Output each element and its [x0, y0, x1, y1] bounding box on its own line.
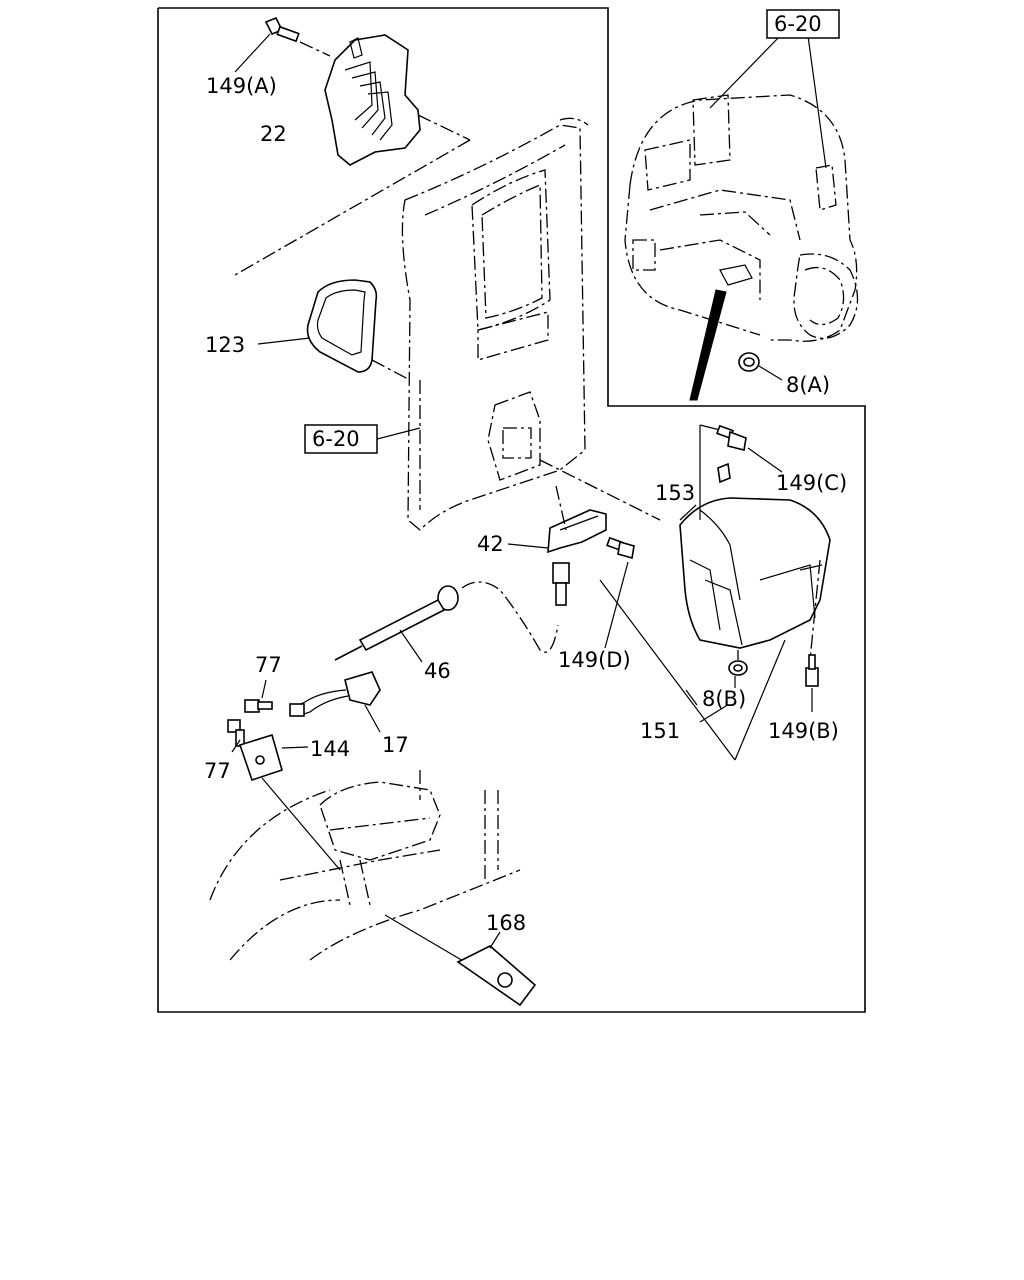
callout-77-lower: 77	[204, 759, 231, 783]
part-22-harness-plate	[234, 34, 471, 276]
callout-168: 168	[486, 911, 526, 935]
callout-153: 153	[655, 481, 695, 505]
bolt-149d	[604, 536, 635, 649]
reference-6-20-top-label: 6-20	[774, 12, 822, 36]
part-17-switch	[289, 671, 381, 733]
callout-77-upper: 77	[255, 653, 282, 677]
reference-6-20-top	[766, 9, 840, 39]
part-42-bracket	[507, 459, 661, 554]
part-144-plate	[238, 733, 341, 871]
truck-inset-illustration	[624, 35, 859, 401]
reference-6-20-left	[304, 424, 421, 454]
bolt-77-upper	[244, 679, 273, 713]
callout-149c: 149(C)	[776, 471, 847, 495]
callout-149d: 149(D)	[558, 648, 631, 672]
callout-46: 46	[424, 659, 451, 683]
part-123-gasket	[257, 279, 411, 381]
part-151-cover	[679, 424, 831, 661]
callout-42: 42	[477, 532, 504, 556]
callout-17: 17	[382, 733, 409, 757]
callout-149a: 149(A)	[206, 74, 277, 98]
grommet-8b	[728, 650, 748, 676]
callout-8a: 8(A)	[786, 373, 830, 397]
seat-floor-illustration	[209, 770, 521, 966]
reference-6-20-left-label: 6-20	[312, 427, 360, 451]
bolt-149a	[234, 16, 331, 73]
callout-123: 123	[205, 333, 245, 357]
callout-149b: 149(B)	[768, 719, 839, 743]
callout-labels: 149(A) 22 123 6-20 6-20 8(A) 149(C) 153 …	[204, 12, 847, 935]
part-168-pad	[456, 931, 537, 1007]
bolt-149c	[716, 424, 783, 473]
callout-144: 144	[310, 737, 350, 761]
diagram-frame	[157, 7, 866, 1013]
part-46-cable	[334, 562, 570, 663]
leader-lines-151	[599, 579, 786, 761]
callout-151: 151	[640, 719, 680, 743]
callout-8b: 8(B)	[702, 687, 746, 711]
cab-panel-illustration	[401, 117, 589, 531]
bolt-149b	[805, 654, 819, 712]
callout-22: 22	[260, 122, 287, 146]
